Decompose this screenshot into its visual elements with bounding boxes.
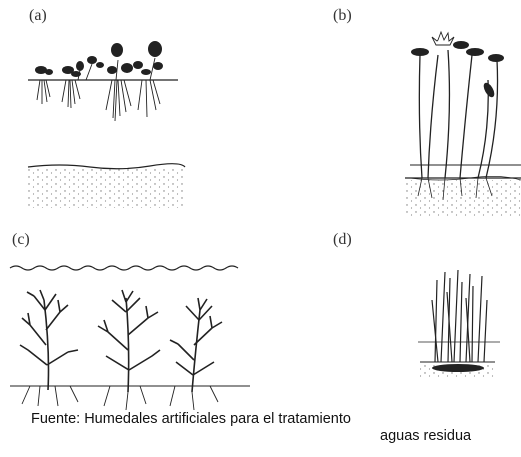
panel-b-leaves <box>411 41 504 98</box>
panel-c-submerged-plants <box>9 265 250 411</box>
caption-line-1: Fuente: Humedales artificiales para el t… <box>31 411 351 427</box>
panel-label-a: (a) <box>29 7 47 24</box>
panel-b-floating-leaved-plants <box>405 30 521 218</box>
panel-label-d: (d) <box>333 231 352 248</box>
panel-b-sediment <box>405 180 521 218</box>
panel-d-reeds <box>431 269 488 363</box>
panel-a-floating-plants <box>27 41 186 208</box>
panel-b-flower <box>431 30 455 46</box>
panel-a-sediment <box>28 168 183 208</box>
panel-a-roots <box>36 57 161 122</box>
panel-d-emergent-plants <box>418 269 500 378</box>
panel-label-c: (c) <box>12 231 30 248</box>
panel-c-plant-3 <box>169 297 223 393</box>
panel-d-root-mass <box>432 364 484 372</box>
panel-label-b: (b) <box>333 7 352 24</box>
panel-a-leaves <box>35 41 163 77</box>
figure-caption: Fuente: Humedales artificiales para el t… <box>0 411 521 457</box>
panel-c-plant-2 <box>97 289 161 393</box>
panel-c-plant-1 <box>19 289 79 391</box>
caption-line-2: aguas residua <box>380 428 472 444</box>
panel-c-water-surface <box>9 265 239 271</box>
